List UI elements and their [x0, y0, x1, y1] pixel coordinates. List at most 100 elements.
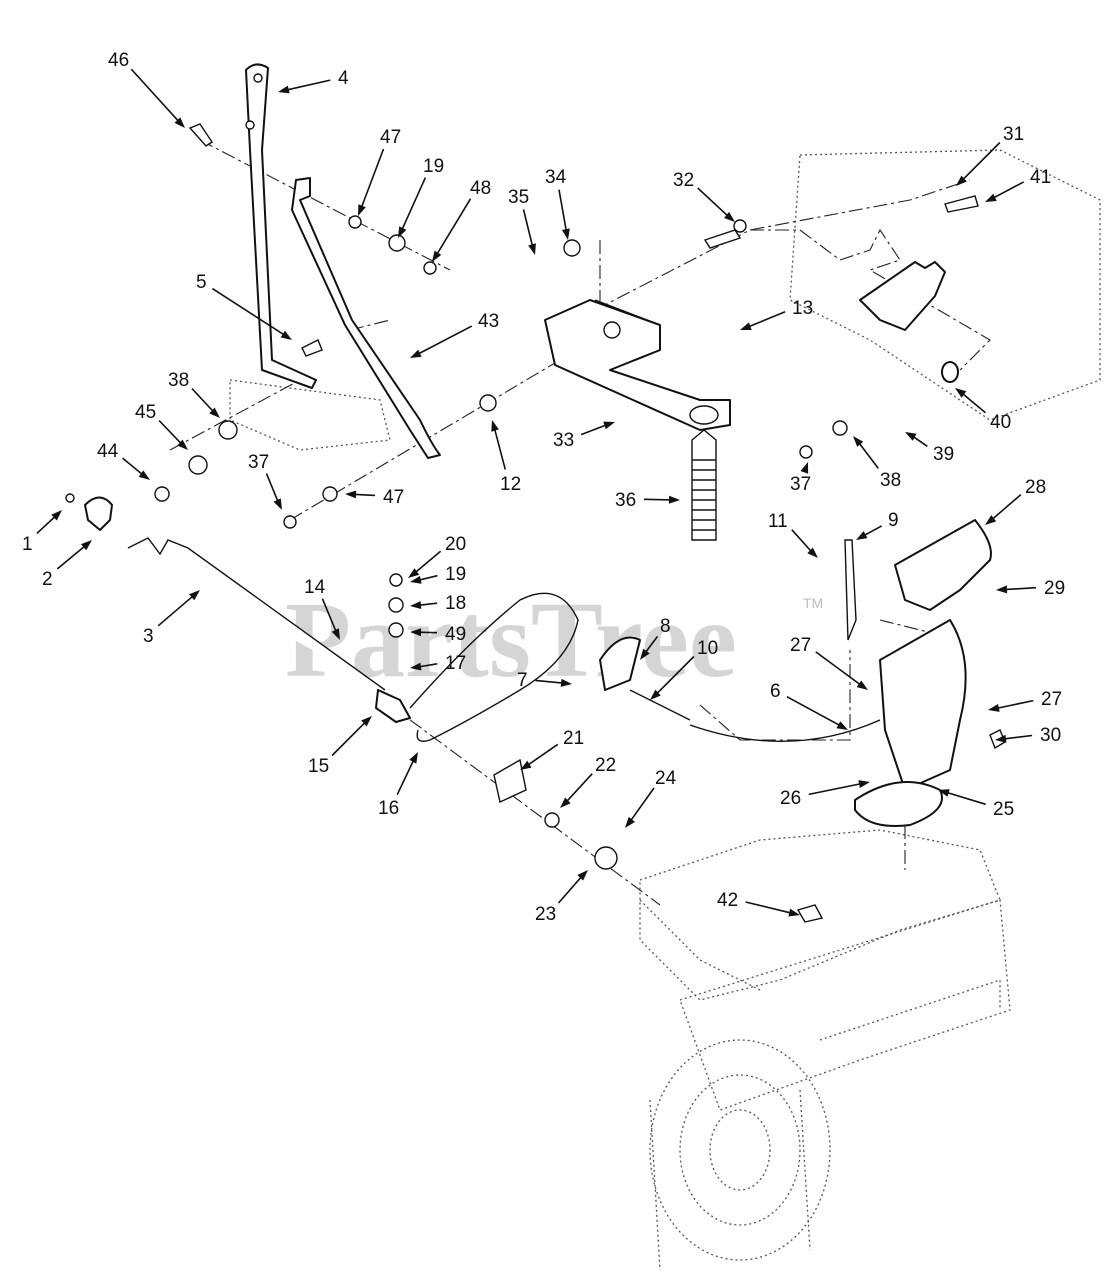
callout-arrowhead [209, 407, 220, 418]
callout-arrowhead [410, 601, 422, 609]
callout-leader-line [158, 419, 183, 446]
callout-label: 15 [308, 756, 329, 777]
callout-label: 27 [1041, 689, 1062, 710]
callout-leader-line [417, 574, 438, 582]
callout-leader-line [360, 148, 385, 209]
callout-leader-line [416, 325, 473, 356]
callout-arrowhead [856, 531, 868, 540]
callout-arrowhead [410, 349, 422, 358]
callout-label: 34 [545, 167, 567, 188]
callout-leader-line [558, 189, 568, 233]
callout-label: 19 [445, 564, 466, 585]
callout-label: 44 [97, 441, 119, 462]
callout-arrowhead [280, 330, 292, 340]
callout-label: 47 [380, 127, 401, 148]
callout-arrowhead [491, 420, 499, 432]
callout-leader-line [352, 493, 376, 497]
callout-label: 40 [990, 412, 1011, 433]
callout-label: 9 [888, 510, 899, 531]
callout-arrowhead [174, 117, 185, 128]
callout-label: 27 [790, 635, 811, 656]
callout-leader-line [321, 598, 338, 634]
callout-label: 2 [42, 569, 53, 590]
callout-leader-line [400, 177, 427, 232]
callout-arrowhead [278, 85, 290, 94]
callout-leader-line [191, 388, 215, 414]
callout-arrowhead [788, 908, 800, 917]
callout-arrowhead [528, 243, 536, 255]
callout-arrowhead [177, 439, 188, 450]
callout-label: 28 [1025, 477, 1046, 498]
callout-leader-line [285, 79, 331, 91]
callout-label: 6 [770, 681, 781, 702]
callout-arrowhead [345, 490, 357, 499]
callout-leader-line [36, 514, 57, 534]
callout-arrowhead [432, 250, 442, 262]
callout-label: 24 [655, 768, 677, 789]
callout-arrowhead [409, 752, 418, 764]
callout-arrowhead [577, 870, 588, 881]
callout-leader-line [565, 773, 593, 803]
callout-label: 43 [478, 311, 499, 332]
callout-arrowhead [856, 680, 868, 690]
callout-leaders [36, 68, 1037, 917]
callout-arrowhead [988, 704, 1000, 712]
callout-leader-line [56, 544, 87, 570]
callout-arrowhead [562, 228, 570, 240]
callout-leader-line [580, 423, 608, 436]
callout-leader-line [643, 498, 673, 501]
callout-arrowhead [603, 421, 615, 430]
callout-label: 26 [780, 788, 801, 809]
callout-label: 16 [378, 798, 399, 819]
callout-label: 10 [697, 638, 718, 659]
callout-label: 7 [517, 670, 528, 691]
callout-label: 37 [790, 474, 811, 495]
callout-label: 48 [470, 178, 491, 199]
callout-arrowhead [361, 716, 372, 727]
callout-arrowhead [138, 470, 150, 480]
callout-arrowhead [560, 797, 571, 808]
callout-arrowhead [807, 547, 818, 558]
callout-leader-line [417, 631, 438, 634]
callout-arrowhead [520, 760, 532, 770]
lever-bar [245, 63, 317, 389]
callout-leader-line [991, 181, 1025, 200]
callout-leader-line [995, 699, 1034, 710]
callout-arrowhead [81, 540, 92, 551]
deflector [894, 519, 992, 611]
toothed-plate [859, 261, 946, 331]
callout-label: 8 [660, 616, 671, 637]
callout-leader-line [862, 525, 883, 537]
cable-loop [409, 592, 579, 742]
callout-label: 12 [500, 474, 521, 495]
callout-arrowhead [955, 388, 967, 398]
callout-leader-line [644, 635, 659, 654]
callout-leader-line [331, 720, 367, 757]
background-housing [229, 149, 1101, 1271]
callout-label: 42 [717, 890, 738, 911]
callout-label: 32 [673, 170, 694, 191]
callout-leader-line [526, 743, 559, 767]
callout-leader-line [655, 655, 695, 696]
callout-leader-line [990, 493, 1022, 521]
callout-arrowhead [273, 498, 282, 510]
callout-label: 45 [135, 402, 156, 423]
parts [65, 63, 1006, 923]
callout-arrowhead [985, 515, 997, 525]
callout-label: 36 [615, 490, 636, 511]
callout-arrowhead [724, 211, 735, 222]
shift-rod-long [127, 537, 386, 691]
callout-label: 20 [445, 534, 466, 555]
callout-arrowhead [905, 432, 917, 441]
callout-arrowhead [985, 193, 997, 202]
gear [594, 846, 618, 870]
callout-leader-line [808, 782, 863, 796]
callout-leader-line [211, 287, 286, 337]
callout-leader-line [786, 695, 842, 727]
callout-label: 1 [22, 534, 33, 555]
callout-label: 21 [563, 728, 584, 749]
callout-leader-line [945, 791, 986, 806]
callout-label: 47 [383, 487, 404, 508]
callout-label: 17 [445, 653, 466, 674]
